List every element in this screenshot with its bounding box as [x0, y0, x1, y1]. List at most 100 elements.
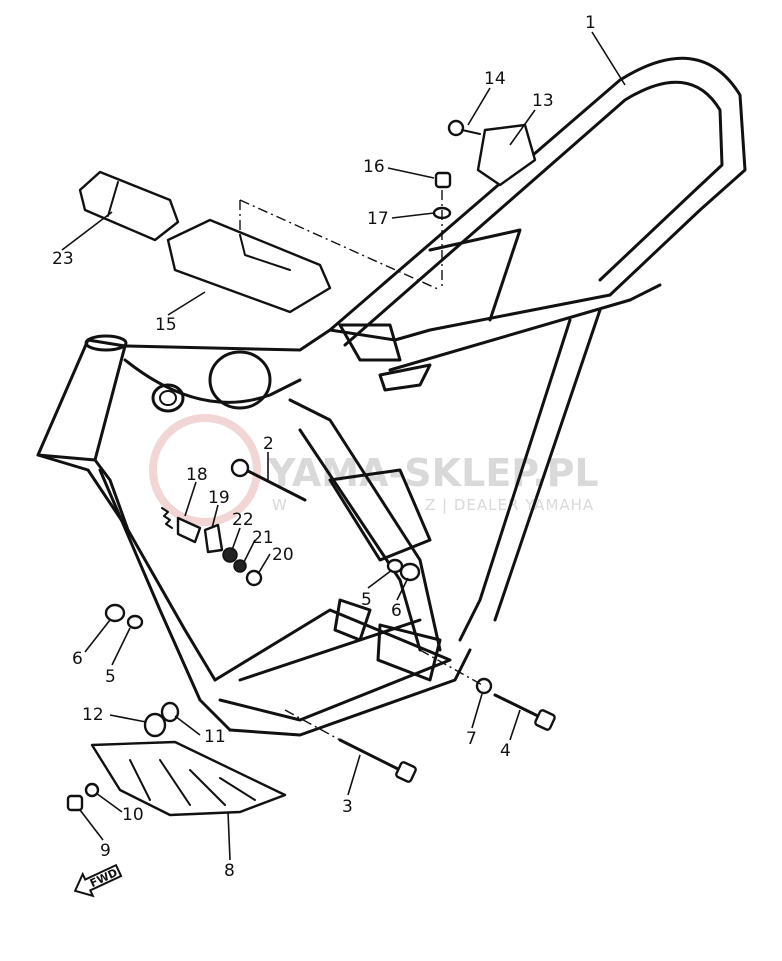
part-5-right-washer	[386, 558, 404, 574]
part-11-collar	[160, 701, 180, 723]
part-5-left-washer	[126, 614, 144, 630]
part-2-bolt-head	[230, 458, 250, 478]
callout-11: 11	[204, 727, 226, 747]
part-16-bolt	[434, 171, 452, 189]
leader-lines	[61, 31, 626, 861]
part-18-spring	[161, 507, 173, 529]
cross-member	[238, 618, 422, 682]
pivot-plate-right	[333, 598, 372, 642]
leader-20	[257, 553, 271, 575]
swingarm-mount	[376, 623, 442, 682]
part-14-bolt-shaft	[461, 129, 481, 135]
callout-2: 2	[263, 434, 274, 454]
part-3-bolt-head	[395, 761, 417, 783]
part-4-bolt-shaft	[493, 693, 542, 719]
callout-5b: 5	[361, 590, 372, 610]
front-downtube	[98, 468, 232, 732]
callout-9: 9	[100, 841, 111, 861]
callout-1: 1	[585, 13, 596, 33]
callout-12: 12	[82, 705, 104, 725]
watermark-logo	[149, 414, 261, 526]
part-15-cover-edge	[239, 234, 291, 271]
rear-loop-outer	[328, 56, 747, 332]
part-6-right-washer	[399, 562, 421, 582]
callout-23: 23	[52, 249, 74, 269]
leader-11	[174, 715, 201, 736]
callout-6b: 6	[391, 601, 402, 621]
part-21-washer	[233, 559, 247, 573]
callout-16: 16	[363, 157, 385, 177]
leader-17	[391, 212, 435, 219]
leader-7	[471, 693, 483, 729]
part-23-tool-bag	[78, 170, 180, 242]
fwd-arrow-shape	[73, 863, 123, 898]
head-tube	[36, 338, 127, 462]
callout-10: 10	[122, 805, 144, 825]
tank-boss	[151, 383, 185, 413]
part-15-guide	[239, 199, 441, 291]
leader-18	[184, 481, 197, 517]
callout-8: 8	[224, 861, 235, 881]
part-14-bolt-head	[447, 119, 465, 137]
rear-downtube-2	[493, 308, 602, 622]
leader-4	[509, 709, 521, 741]
callout-21: 21	[252, 528, 274, 548]
leader-15	[167, 291, 206, 316]
leader-16	[387, 167, 435, 179]
part-20-collar	[245, 569, 263, 587]
leader-5a	[111, 627, 131, 666]
tank-boss-inner	[159, 390, 177, 406]
leader-3	[347, 754, 361, 796]
fwd-label: FWD	[88, 866, 120, 890]
part-10-washer	[84, 782, 100, 798]
leader-22	[231, 527, 241, 551]
leader-8	[227, 811, 231, 861]
rear-loop-inner	[343, 80, 724, 347]
leader-21	[243, 539, 256, 563]
leader-12	[109, 714, 147, 723]
front-downtube-2	[126, 528, 217, 682]
fwd-arrow: FWD	[73, 863, 123, 898]
callout-3: 3	[342, 797, 353, 817]
callout-15: 15	[155, 315, 177, 335]
head-tube-gusset	[36, 453, 130, 532]
airbox-bracket	[208, 350, 272, 410]
tank-mount-bracket	[338, 323, 402, 362]
part-6-left-washer	[104, 603, 126, 623]
part-19-clip	[176, 516, 202, 544]
part-9-bolt	[66, 794, 84, 812]
part-2-bolt-shaft	[246, 469, 307, 502]
strap-bracket	[378, 363, 432, 392]
part-19-tab	[203, 523, 224, 554]
rear-downtube	[458, 318, 572, 642]
leader-9	[79, 809, 104, 841]
callout-6a: 6	[72, 649, 83, 669]
main-frame	[36, 56, 747, 737]
part-22-nut	[222, 547, 238, 563]
part-8-skid-plate	[90, 740, 287, 817]
rear-loop-brace	[428, 228, 522, 322]
leader-13	[509, 109, 536, 146]
callout-4: 4	[500, 741, 511, 761]
lower-cradle-bottom	[228, 648, 472, 737]
part-4-bolt-head	[534, 709, 556, 731]
part-8-ribs	[129, 759, 256, 806]
part-13-bracket	[476, 123, 537, 187]
callout-20: 20	[272, 545, 294, 565]
part-15-cover	[166, 218, 332, 314]
top-tube	[123, 293, 612, 352]
leader-10	[95, 792, 123, 813]
callout-5a: 5	[105, 667, 116, 687]
part-7-washer	[475, 677, 493, 695]
leader-6b	[396, 577, 409, 601]
part-4-guide	[419, 649, 485, 687]
callouts: 1 2 3 4 5 5 6 6 7 8 9 10 11 12 13 14 15 …	[52, 13, 596, 881]
callout-22: 22	[232, 510, 254, 530]
callout-14: 14	[484, 69, 506, 89]
callout-17: 17	[367, 209, 389, 229]
center-tube	[288, 398, 442, 652]
callout-7: 7	[466, 729, 477, 749]
callout-13: 13	[532, 91, 554, 111]
pivot-plate-left	[328, 468, 432, 562]
